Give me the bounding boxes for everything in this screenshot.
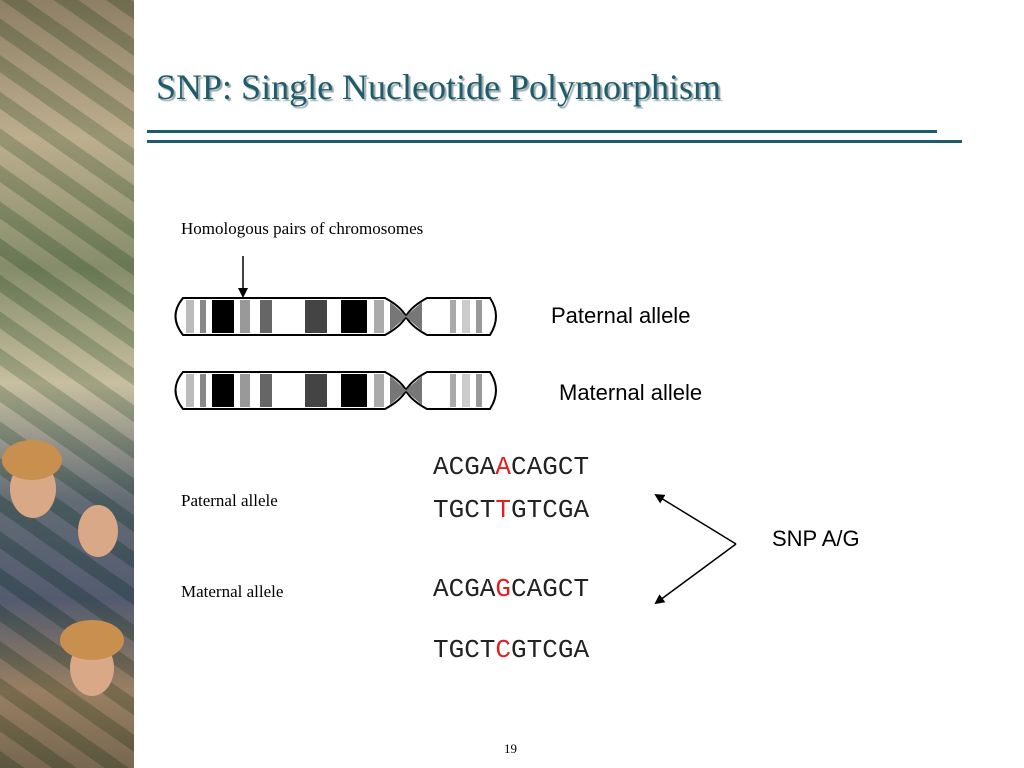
chromosome-caption: Homologous pairs of chromosomes	[181, 219, 424, 238]
maternal-chromosome-label: Maternal allele	[559, 380, 703, 405]
paternal-sequence-bottom: TGCTTGTCGA	[433, 495, 589, 525]
paternal-chromosome-label: Paternal allele	[551, 303, 691, 328]
slide-title: SNP: Single Nucleotide Polymorphism	[156, 67, 722, 107]
sequence-prefix: TGCT	[433, 495, 496, 525]
page-number: 19	[504, 741, 517, 756]
maternal-sequence-bottom: TGCTCGTCGA	[433, 635, 589, 665]
sequence-suffix: GTCGA	[511, 495, 590, 525]
sequence-suffix: CAGCT	[511, 574, 590, 604]
sequence-prefix: ACGA	[433, 452, 496, 482]
paternal-sequence-label: Paternal allele	[181, 491, 278, 510]
sequence-suffix: CAGCT	[511, 452, 590, 482]
sequence-prefix: TGCT	[433, 635, 496, 665]
snp-base: T	[495, 495, 512, 525]
paternal-sequence-top: ACGAACAGCT	[433, 452, 589, 482]
snp-arrow-to-paternal	[654, 493, 737, 545]
title-underline-top	[147, 130, 937, 133]
sequence-prefix: ACGA	[433, 574, 496, 604]
collage-hair	[60, 620, 124, 660]
maternal-sequence-label: Maternal allele	[181, 582, 284, 601]
snp-arrow-to-maternal	[654, 543, 737, 605]
snp-base: C	[495, 635, 512, 665]
snp-base: G	[495, 574, 512, 604]
maternal-sequence-top: ACGAGCAGCT	[433, 574, 589, 604]
decorative-photo-collage	[0, 0, 134, 768]
title-underline-bottom	[147, 140, 962, 143]
sequence-suffix: GTCGA	[511, 635, 590, 665]
collage-hair	[2, 440, 62, 480]
snp-base: A	[495, 452, 512, 482]
snp-label: SNP A/G	[772, 526, 860, 551]
maternal-chromosome	[174, 371, 497, 410]
paternal-chromosome	[174, 297, 497, 336]
collage-face	[78, 505, 118, 557]
